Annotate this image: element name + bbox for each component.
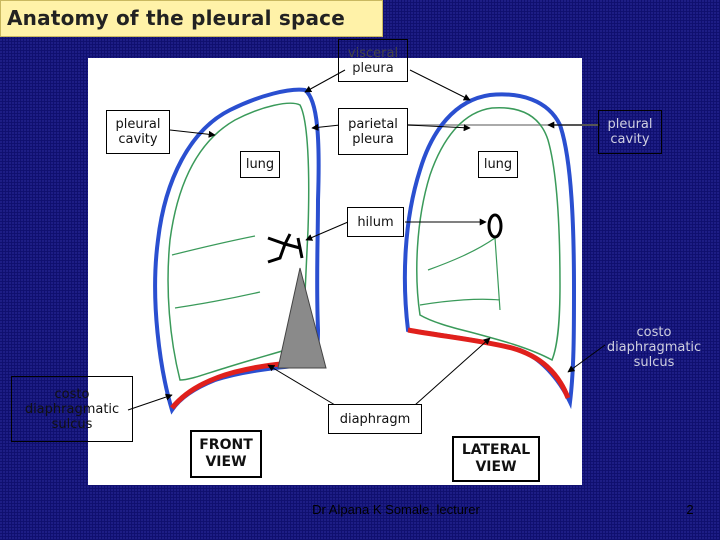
label-pleural-cavity-right-line2: cavity: [610, 132, 650, 147]
label-front-view: FRONT VIEW: [190, 430, 262, 478]
arrow-parietal-front: [311, 123, 341, 131]
label-costo-right-line3: sulcus: [633, 354, 675, 370]
label-lateral-view: LATERAL VIEW: [452, 436, 540, 482]
front-fissure-2: [174, 291, 261, 309]
label-pleural-cavity-right: pleural cavity: [598, 110, 662, 154]
label-lung-front: lung: [240, 151, 280, 178]
lateral-hilum-mark: [487, 213, 503, 239]
label-costo-left-line1: costo: [54, 386, 90, 402]
label-pleural-cavity-left-line1: pleural: [115, 117, 161, 132]
label-pleural-cavity-right-line1: pleural: [607, 117, 653, 132]
label-costo-right-line2: diaphragmatic: [606, 339, 702, 355]
front-parietal-pleura: [153, 87, 321, 415]
label-front-view-line1: FRONT: [199, 437, 253, 453]
page-number: 2: [686, 502, 694, 517]
label-costo-right-line1: costo: [636, 324, 672, 340]
label-front-view-line2: VIEW: [205, 454, 247, 470]
arrow-visceral-lateral: [409, 69, 471, 101]
label-visceral-pleura: visceral pleura: [338, 39, 408, 82]
slide-title: Anatomy of the pleural space: [0, 0, 383, 37]
label-lung-lateral: lung: [478, 151, 518, 178]
label-costo-left-line3: sulcus: [51, 416, 93, 432]
lateral-fissure: [419, 237, 501, 311]
arrow-pleural-cavity-left: [169, 129, 216, 138]
lateral-diaphragm: [407, 327, 571, 399]
front-lung-outline: [167, 102, 310, 381]
label-costo-right: costo diaphragmatic sulcus: [598, 318, 710, 376]
label-parietal-pleura: parietal pleura: [338, 108, 408, 155]
arrow-parietal-lateral: [407, 124, 471, 132]
arrow-costo-left: [127, 393, 173, 411]
label-pleural-cavity-left: pleural cavity: [106, 110, 170, 154]
arrow-diaphragm-lateral: [414, 337, 491, 406]
label-lung-lateral-text: lung: [483, 157, 513, 172]
label-diaphragm: diaphragm: [328, 404, 422, 434]
arrow-costo-right: [567, 344, 606, 373]
footer-credit: Dr Alpana K Somale, lecturer: [312, 502, 480, 517]
arrow-diaphragm-front: [267, 364, 336, 406]
label-pleural-cavity-left-line2: cavity: [118, 132, 158, 147]
label-diaphragm-text: diaphragm: [339, 411, 411, 427]
front-fissure-1: [171, 235, 256, 256]
label-visceral-line2: pleura: [352, 60, 394, 76]
front-diaphragm: [170, 361, 303, 410]
label-parietal-line1: parietal: [348, 116, 398, 132]
mediastinum-triangle: [277, 267, 327, 369]
label-lung-front-text: lung: [245, 157, 275, 172]
label-hilum: hilum: [347, 207, 404, 237]
label-costo-left: costo diaphragmatic sulcus: [11, 376, 133, 442]
label-costo-left-line2: diaphragmatic: [24, 401, 120, 417]
lateral-lung-outline: [416, 106, 561, 362]
label-visceral-line1: visceral: [347, 45, 399, 61]
label-lateral-view-line1: LATERAL: [461, 442, 531, 458]
label-parietal-line2: pleura: [352, 131, 394, 147]
label-hilum-text: hilum: [357, 214, 394, 230]
arrow-hilum-front: [305, 221, 349, 241]
front-hilum-mark: [267, 233, 304, 264]
label-lateral-view-line2: VIEW: [475, 459, 517, 475]
